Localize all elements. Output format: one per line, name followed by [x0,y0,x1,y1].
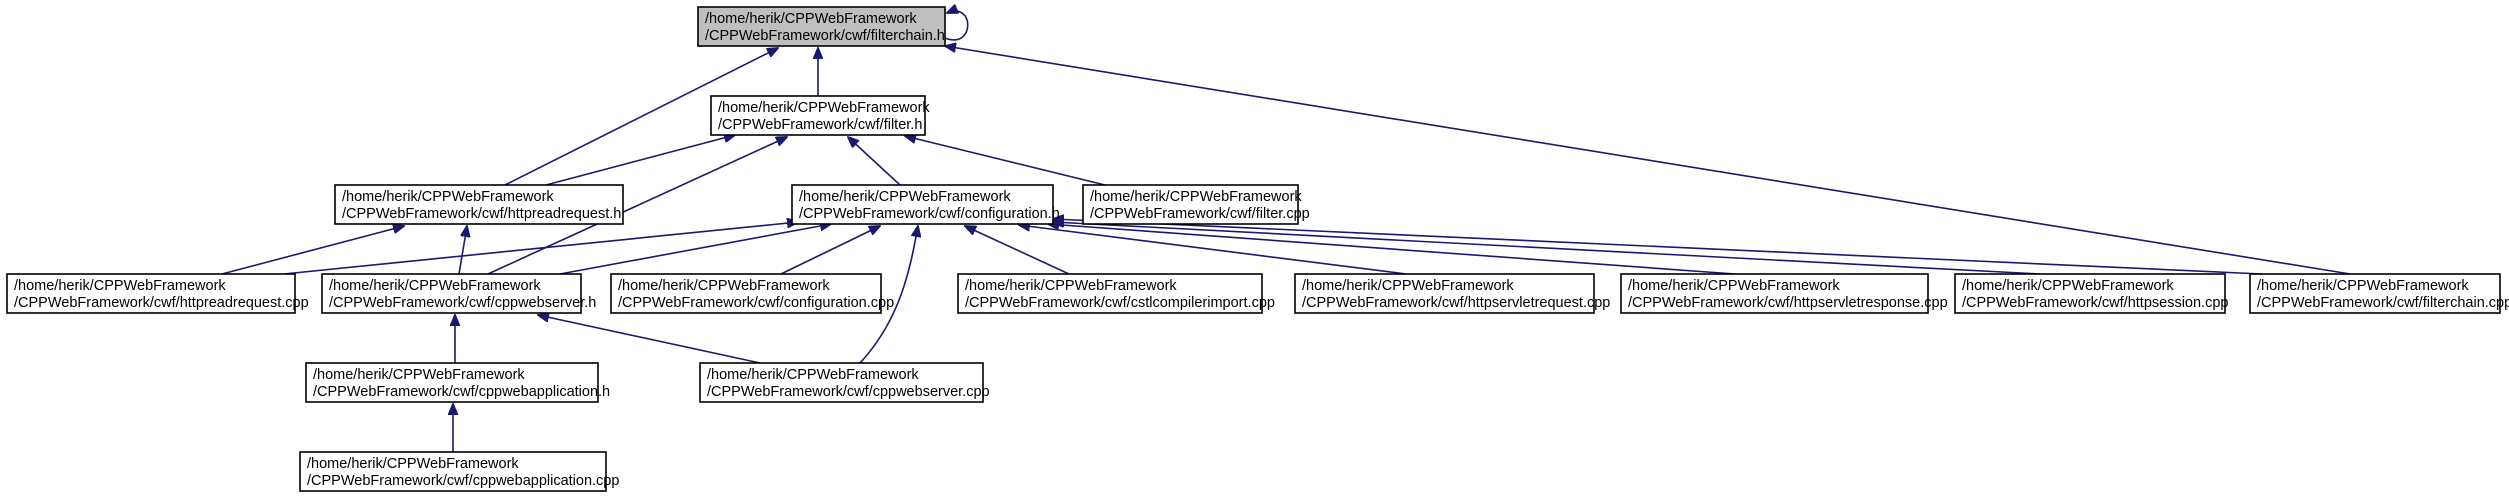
edge-cppwebserver_cpp-to-cppwebserver_h [538,315,761,364]
node-httpreadrequest-cpp[interactable]: /home/herik/CPPWebFramework/CPPWebFramew… [6,273,309,314]
edge-filter_cpp-to-filter_h [905,136,1106,186]
node-label-line1: /home/herik/CPPWebFramework [707,367,919,383]
node-box [305,362,599,403]
node-box [699,362,984,403]
edge-configuration_cpp-to-configuration_h [780,226,880,275]
node-box [1294,273,1595,314]
edge-httpreadrequest_cpp-to-httpreadrequest_h [221,226,404,275]
node-label-line2: /CPPWebFramework/cwf/cppwebapplication.c… [307,473,619,489]
node-label-line1: /home/herik/CPPWebFramework [1090,189,1302,205]
node-label-line2: /CPPWebFramework/cwf/filterchain.h [705,28,945,44]
edge-httpreadrequest_cpp-to-configuration_h [283,222,798,275]
edge-cppwebserver_h-to-filter_h [487,137,787,275]
edge-configuration_h-to-filter_h [848,137,901,186]
node-label-line1: /home/herik/CPPWebFramework [342,189,554,205]
node-filter-h[interactable]: /home/herik/CPPWebFramework/CPPWebFramew… [710,95,930,136]
node-cppwebapplication-cpp[interactable]: /home/herik/CPPWebFramework/CPPWebFramew… [299,451,619,492]
node-box [710,95,926,136]
node-layer: /home/herik/CPPWebFramework/CPPWebFramew… [6,6,2509,492]
edge-httpservletrequest_cpp-to-configuration_h [1019,225,1407,275]
node-filterchain-h: /home/herik/CPPWebFramework/CPPWebFramew… [697,6,946,47]
edge-filterchain_h-to-filterchain_h [944,11,969,41]
node-label-line1: /home/herik/CPPWebFramework [2257,278,2469,294]
edge-layer [221,11,2351,452]
edge-httpsession_cpp-to-configuration_h [1053,222,2041,275]
node-box [1954,273,2226,314]
node-label-line1: /home/herik/CPPWebFramework [799,189,1011,205]
node-configuration-h[interactable]: /home/herik/CPPWebFramework/CPPWebFramew… [791,184,1060,225]
node-label-line1: /home/herik/CPPWebFramework [313,367,525,383]
node-box [610,273,882,314]
edge-cstlcompilerimport_cpp-to-configuration_h [965,226,1070,275]
node-cstlcompilerimport-cpp[interactable]: /home/herik/CPPWebFramework/CPPWebFramew… [957,273,1275,314]
node-label-line1: /home/herik/CPPWebFramework [1302,278,1514,294]
node-httpservletresponse-cpp[interactable]: /home/herik/CPPWebFramework/CPPWebFramew… [1620,273,1948,314]
node-cppwebserver-h[interactable]: /home/herik/CPPWebFramework/CPPWebFramew… [321,273,596,314]
node-cppwebapplication-h[interactable]: /home/herik/CPPWebFramework/CPPWebFramew… [305,362,610,403]
node-label-line2: /CPPWebFramework/cwf/httpsession.cpp [1962,295,2228,311]
node-box [299,451,607,492]
node-label-line1: /home/herik/CPPWebFramework [718,100,930,116]
node-box [697,6,946,47]
node-httpsession-cpp[interactable]: /home/herik/CPPWebFramework/CPPWebFramew… [1954,273,2228,314]
node-filterchain-cpp[interactable]: /home/herik/CPPWebFramework/CPPWebFramew… [2249,273,2509,314]
edge-cppwebserver_h-to-httpreadrequest_h [458,226,467,275]
node-label-line2: /CPPWebFramework/cwf/cppwebapplication.h [313,384,610,400]
node-label-line2: /CPPWebFramework/cwf/httpservletresponse… [1628,295,1948,311]
node-box [321,273,582,314]
node-httpservletrequest-cpp[interactable]: /home/herik/CPPWebFramework/CPPWebFramew… [1294,273,1610,314]
node-label-line1: /home/herik/CPPWebFramework [705,11,917,27]
node-box [1620,273,1929,314]
node-box [6,273,296,314]
node-label-line2: /CPPWebFramework/cwf/configuration.h [799,206,1060,222]
node-label-line2: /CPPWebFramework/cwf/filter.cpp [1090,206,1310,222]
node-label-line1: /home/herik/CPPWebFramework [329,278,541,294]
edge-httpreadrequest_h-to-filter_h [545,135,735,186]
node-label-line1: /home/herik/CPPWebFramework [14,278,226,294]
node-label-line2: /CPPWebFramework/cwf/filterchain.cpp [2257,295,2509,311]
node-box [334,184,624,225]
node-label-line1: /home/herik/CPPWebFramework [965,278,1177,294]
node-label-line2: /CPPWebFramework/cwf/cppwebserver.cpp [707,384,990,400]
node-label-line1: /home/herik/CPPWebFramework [1628,278,1840,294]
node-label-line2: /CPPWebFramework/cwf/filter.h [718,117,922,133]
edge-filterchain_cpp-to-configuration_h [1053,219,2263,275]
node-box [791,184,1054,225]
node-label-line2: /CPPWebFramework/cwf/httpreadrequest.cpp [14,295,309,311]
edge-cppwebserver_h-to-configuration_h [559,224,831,275]
node-label-line2: /CPPWebFramework/cwf/cppwebserver.h [329,295,596,311]
node-label-line1: /home/herik/CPPWebFramework [1962,278,2174,294]
edge-httpreadrequest_h-to-filterchain_h [504,48,778,186]
node-cppwebserver-cpp[interactable]: /home/herik/CPPWebFramework/CPPWebFramew… [699,362,990,403]
edge-filterchain_cpp-to-filterchain_h [945,46,2351,275]
node-box [957,273,1263,314]
node-box [2249,273,2501,314]
node-label-line2: /CPPWebFramework/cwf/httpservletrequest.… [1302,295,1610,311]
node-httpreadrequest-h[interactable]: /home/herik/CPPWebFramework/CPPWebFramew… [334,184,624,225]
node-filter-cpp[interactable]: /home/herik/CPPWebFramework/CPPWebFramew… [1082,184,1310,225]
node-label-line1: /home/herik/CPPWebFramework [307,456,519,472]
node-label-line2: /CPPWebFramework/cwf/httpreadrequest.h [342,206,621,222]
node-box [1082,184,1299,225]
node-label-line2: /CPPWebFramework/cwf/configuration.cpp [618,295,894,311]
node-label-line2: /CPPWebFramework/cwf/cstlcompilerimport.… [965,295,1275,311]
edge-cppwebserver_cpp-to-configuration_h [859,226,918,364]
edge-httpservletresponse_cpp-to-configuration_h [1048,224,1736,275]
node-label-line1: /home/herik/CPPWebFramework [618,278,830,294]
node-configuration-cpp[interactable]: /home/herik/CPPWebFramework/CPPWebFramew… [610,273,894,314]
